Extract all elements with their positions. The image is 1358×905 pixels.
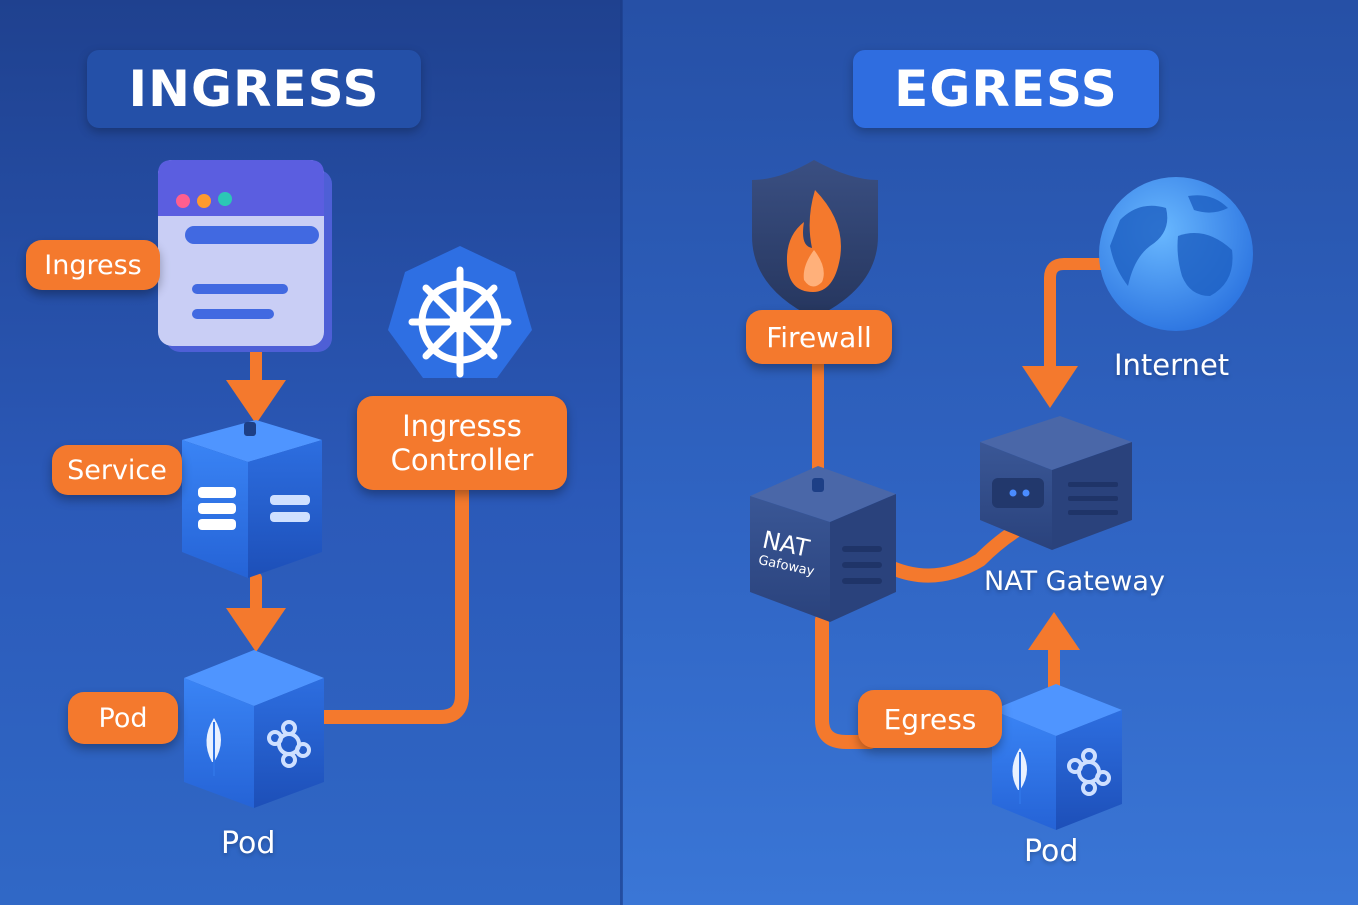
egress-connectors: [812, 258, 1108, 749]
pod-cube-icon: [184, 650, 324, 808]
globe-icon: [1099, 177, 1253, 331]
internet-caption: Internet: [1114, 348, 1230, 382]
pod-label: Pod: [68, 692, 178, 744]
browser-window-icon: [158, 160, 332, 352]
egress-pod-cube-icon: [992, 684, 1122, 830]
kubernetes-icon: [388, 246, 532, 378]
ingress-title: INGRESS: [87, 50, 421, 128]
arrow-to-service: [226, 380, 286, 424]
flame-icon: [786, 190, 841, 292]
ingress-pod-caption: Pod: [221, 826, 276, 861]
nat-box-icon: [750, 466, 896, 622]
egress-pod-caption: Pod: [1024, 834, 1079, 869]
service-cube-icon: [182, 420, 322, 578]
firewall-shield-icon: [752, 160, 878, 318]
ingress-controller-line1: Ingresss: [402, 409, 522, 443]
panel-divider: [620, 0, 623, 905]
ingress-controller-label: Ingresss Controller: [357, 396, 567, 490]
ingress-label: Ingress: [26, 240, 160, 290]
nat-gateway-caption: NAT Gateway: [984, 566, 1165, 597]
egress-title: EGRESS: [853, 50, 1159, 128]
arrow-up-to-gateway: [1028, 612, 1080, 650]
arrow-to-pod: [226, 608, 286, 652]
service-label: Service: [52, 445, 182, 495]
nat-gateway-server-icon: [980, 416, 1132, 550]
egress-label: Egress: [858, 690, 1002, 748]
flower-icon: [267, 720, 311, 768]
arrow-to-nat-gateway: [1022, 366, 1078, 408]
firewall-label: Firewall: [746, 310, 892, 364]
ingress-controller-line2: Controller: [390, 443, 534, 477]
